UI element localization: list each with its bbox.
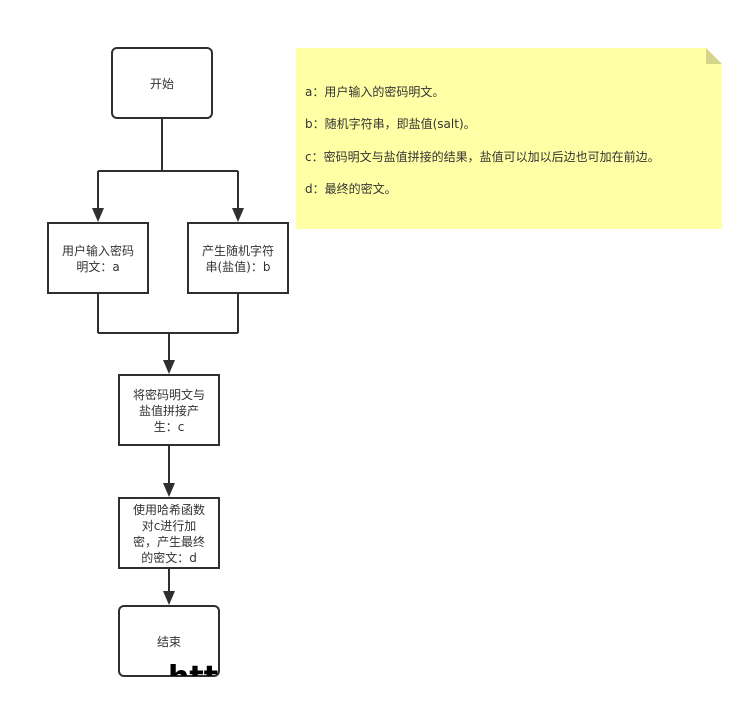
arrowhead bbox=[163, 591, 175, 605]
note-line: d：最终的密文。 bbox=[305, 181, 397, 196]
node-concat-c[interactable]: 将密码明文与 盐值拼接产 生：c bbox=[118, 374, 220, 446]
node-label: 密，产生最终 bbox=[133, 534, 205, 549]
node-label: 将密码明文与 bbox=[133, 387, 205, 402]
node-label: 结束 bbox=[157, 635, 181, 649]
node-label: 开始 bbox=[150, 77, 174, 91]
arrowhead bbox=[163, 360, 175, 374]
node-salt-b[interactable]: 产生随机字符 串(盐值)：b bbox=[187, 222, 289, 294]
connectors bbox=[92, 118, 244, 605]
node-label: 串(盐值)：b bbox=[206, 259, 271, 274]
node-label: 对c进行加 bbox=[142, 519, 197, 533]
arrowhead bbox=[92, 208, 104, 222]
node-label: 用户输入密码 bbox=[62, 243, 134, 258]
note-line: b：随机字符串，即盐值(salt)。 bbox=[305, 116, 476, 131]
node-label: 生：c bbox=[154, 420, 185, 434]
node-end[interactable]: 结束 http bbox=[118, 605, 240, 695]
arrowhead bbox=[163, 483, 175, 497]
arrowhead bbox=[232, 208, 244, 222]
node-label: 盐值拼接产 bbox=[139, 403, 199, 418]
node-label: 使用哈希函数 bbox=[133, 502, 205, 517]
node-input-a[interactable]: 用户输入密码 明文：a bbox=[47, 222, 149, 294]
node-label: 的密文：d bbox=[141, 550, 197, 565]
node-hash-d[interactable]: 使用哈希函数 对c进行加 密，产生最终 的密文：d bbox=[118, 497, 220, 569]
overflow-text: http bbox=[168, 660, 240, 695]
note-fold-corner bbox=[706, 48, 722, 64]
note-line: c：密码明文与盐值拼接的结果，盐值可以加以后边也可加在前边。 bbox=[305, 149, 660, 164]
connector-start-split bbox=[97, 118, 239, 210]
connector-merge bbox=[97, 293, 239, 362]
node-label: 明文：a bbox=[76, 259, 119, 274]
node-start[interactable]: 开始 bbox=[111, 47, 213, 119]
node-label: 产生随机字符 bbox=[202, 243, 274, 258]
note-line: a：用户输入的密码明文。 bbox=[305, 84, 444, 99]
sticky-note[interactable]: a：用户输入的密码明文。 b：随机字符串，即盐值(salt)。 c：密码明文与盐… bbox=[296, 48, 722, 229]
note-body bbox=[296, 48, 722, 229]
